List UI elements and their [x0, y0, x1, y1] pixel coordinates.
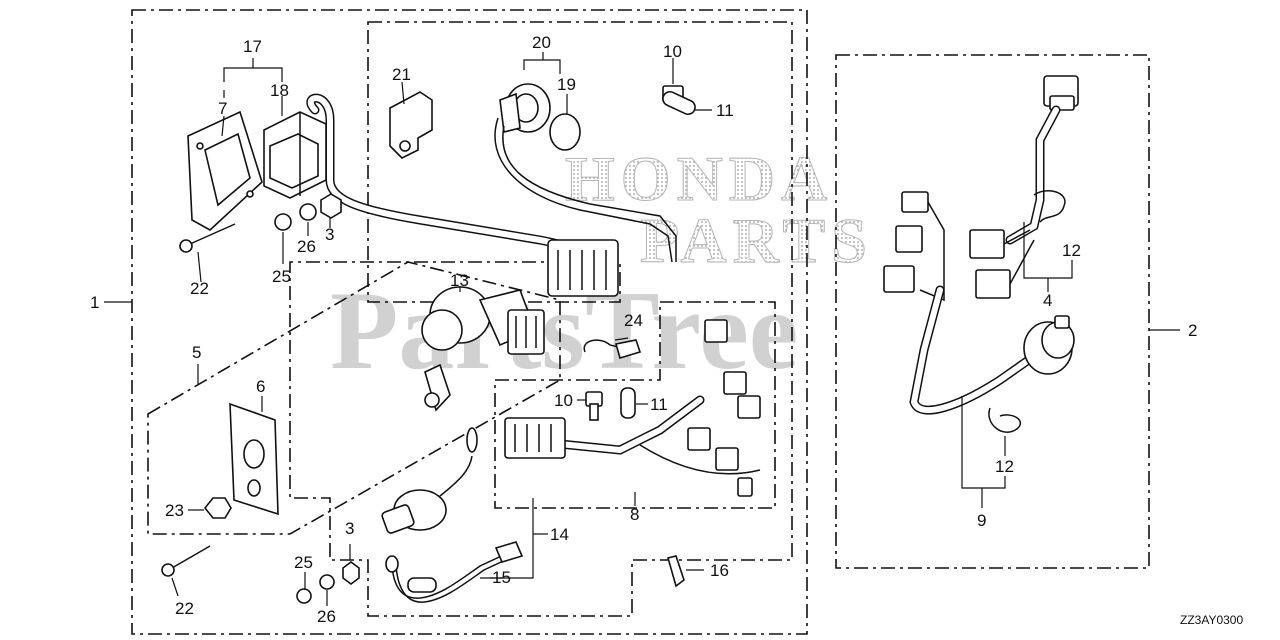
control-plate-part — [229, 402, 279, 516]
callout-15: 15 — [492, 568, 511, 587]
bolt-part-lower — [585, 391, 603, 421]
screw-part-lower — [161, 545, 211, 577]
grommet-part — [499, 83, 581, 151]
callout-12-lower: 12 — [995, 457, 1014, 476]
callout-25-bottom: 25 — [294, 553, 313, 572]
nut-part-bottom — [342, 561, 360, 585]
frames — [131, 9, 1150, 635]
harness-subgroup-frame — [494, 301, 776, 509]
switch-plate-part — [187, 110, 263, 231]
callout-26-top: 26 — [297, 237, 316, 256]
fuse-cable-part — [385, 541, 524, 603]
nut-part — [320, 193, 342, 219]
stay-bracket-part — [389, 91, 433, 159]
callout-4: 4 — [1043, 291, 1052, 310]
callout-19: 19 — [557, 75, 576, 94]
connector-bundle-part — [547, 239, 619, 297]
clamp-part-upper — [1033, 190, 1066, 223]
callout-11-top: 11 — [716, 101, 734, 120]
diagram-code: ZZ3AY0300 — [1180, 613, 1243, 627]
callout-labels: 1 2 17 7 18 21 20 19 10 11 3 26 25 22 13… — [90, 33, 1243, 627]
callout-24: 24 — [624, 311, 643, 330]
callout-16: 16 — [710, 561, 729, 580]
callout-10-mid: 10 — [554, 391, 573, 410]
control-box-frame — [147, 261, 561, 535]
watermark-brand-bottom: PARTS — [640, 205, 873, 276]
callout-7: 7 — [218, 99, 227, 118]
callout-6: 6 — [256, 377, 265, 396]
callout-17: 17 — [243, 37, 262, 56]
screw-part — [179, 223, 236, 253]
callout-13: 13 — [450, 271, 469, 290]
callout-23: 23 — [165, 501, 184, 520]
ignition-connector-part — [507, 309, 545, 355]
leader-lines — [171, 52, 1073, 606]
callout-12-upper: 12 — [1062, 241, 1081, 260]
callout-8: 8 — [630, 505, 639, 524]
callout-25-top: 25 — [272, 267, 291, 286]
callout-10-top: 10 — [663, 42, 682, 61]
watermark-brand-top: HONDA — [565, 143, 833, 214]
solenoid-part — [381, 427, 478, 534]
callout-18: 18 — [270, 81, 289, 100]
callout-11-mid: 11 — [650, 395, 668, 414]
ignition-harness-part — [909, 285, 1075, 415]
sub-harness-part — [883, 75, 1079, 302]
callout-1: 1 — [90, 293, 99, 312]
main-group-frame — [131, 9, 808, 635]
callout-21: 21 — [392, 65, 411, 84]
callout-3-top: 3 — [325, 225, 334, 244]
callout-20: 20 — [532, 33, 551, 52]
clip-part — [667, 555, 685, 588]
main-harness-part — [504, 319, 761, 497]
callout-3-bottom: 3 — [345, 519, 354, 538]
callout-22-bottom: 22 — [175, 599, 194, 618]
lock-washer-part — [274, 213, 292, 231]
callout-14: 14 — [550, 525, 569, 544]
callout-26-bottom: 26 — [317, 607, 336, 626]
washer-part — [299, 203, 317, 221]
callout-9: 9 — [977, 511, 986, 530]
callout-5: 5 — [192, 343, 201, 362]
callout-22-top: 22 — [190, 279, 209, 298]
lock-washer-part-bottom — [296, 588, 312, 604]
washer-part-bottom — [319, 574, 335, 590]
right-group-frame — [835, 54, 1150, 569]
combination-switch-part — [263, 111, 327, 199]
clamp-part — [583, 339, 642, 359]
clamp-part-lower — [988, 407, 1021, 433]
nut-part-large — [203, 497, 232, 519]
collar-part-lower — [620, 387, 636, 419]
callout-2: 2 — [1188, 321, 1197, 340]
